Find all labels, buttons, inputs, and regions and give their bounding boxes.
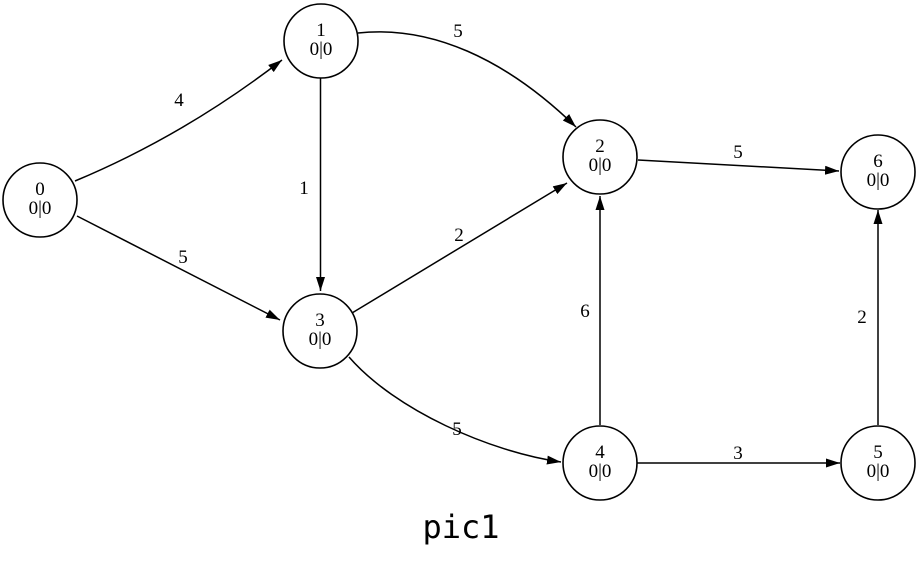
node-2-id: 2 bbox=[595, 136, 605, 157]
node-6-id: 6 bbox=[873, 151, 883, 172]
node-6: 6 0|0 bbox=[840, 134, 916, 210]
edge-1-2-weight: 5 bbox=[453, 21, 463, 42]
node-3-id: 3 bbox=[315, 310, 325, 331]
edge-layer: 4 5 5 1 2 5 6 5 3 2 bbox=[74, 21, 883, 468]
node-5-value: 0|0 bbox=[867, 461, 890, 482]
edge-5-6-weight: 2 bbox=[857, 307, 867, 328]
node-6-value: 0|0 bbox=[867, 170, 890, 191]
edge-0-3-weight: 5 bbox=[178, 247, 188, 268]
node-1: 1 0|0 bbox=[283, 3, 359, 79]
edge-1-2-path bbox=[357, 31, 577, 128]
node-6-circle bbox=[840, 134, 916, 210]
edge-0-1-weight: 4 bbox=[174, 90, 184, 111]
edge-2-6-path bbox=[637, 159, 840, 175]
node-0-id: 0 bbox=[35, 179, 45, 200]
node-4-id: 4 bbox=[595, 442, 605, 463]
node-0: 0 0|0 bbox=[2, 162, 78, 238]
node-4-value: 0|0 bbox=[589, 461, 612, 482]
edge-3-4-weight: 5 bbox=[452, 419, 462, 440]
node-5: 5 0|0 bbox=[840, 425, 916, 501]
node-3-circle bbox=[282, 293, 358, 369]
node-1-circle bbox=[283, 3, 359, 79]
node-1-value: 0|0 bbox=[310, 39, 333, 60]
node-5-id: 5 bbox=[873, 442, 883, 463]
edge-0-3-path bbox=[76, 215, 281, 321]
node-2-circle bbox=[562, 119, 638, 195]
node-4-circle bbox=[562, 425, 638, 501]
node-5-circle bbox=[840, 425, 916, 501]
edge-3-4-path bbox=[348, 356, 562, 465]
node-4: 4 0|0 bbox=[562, 425, 638, 501]
edge-3-2-weight: 2 bbox=[454, 225, 464, 246]
edge-1-3-weight: 1 bbox=[299, 178, 309, 199]
node-2-value: 0|0 bbox=[589, 155, 612, 176]
node-0-circle bbox=[2, 162, 78, 238]
node-1-id: 1 bbox=[316, 20, 326, 41]
node-layer: 0 0|0 1 0|0 2 0|0 3 0|0 4 0|0 5 0|0 bbox=[2, 3, 916, 501]
edge-2-6-weight: 5 bbox=[733, 142, 743, 163]
node-3-value: 0|0 bbox=[309, 329, 332, 350]
edge-4-2-weight: 6 bbox=[580, 301, 590, 322]
diagram-caption: pic1 bbox=[422, 508, 499, 546]
node-3: 3 0|0 bbox=[282, 293, 358, 369]
edge-0-1-path bbox=[74, 59, 283, 182]
edge-4-5-weight: 3 bbox=[733, 443, 743, 464]
node-2: 2 0|0 bbox=[562, 119, 638, 195]
node-0-value: 0|0 bbox=[29, 198, 52, 219]
edge-3-2-path bbox=[351, 182, 568, 314]
